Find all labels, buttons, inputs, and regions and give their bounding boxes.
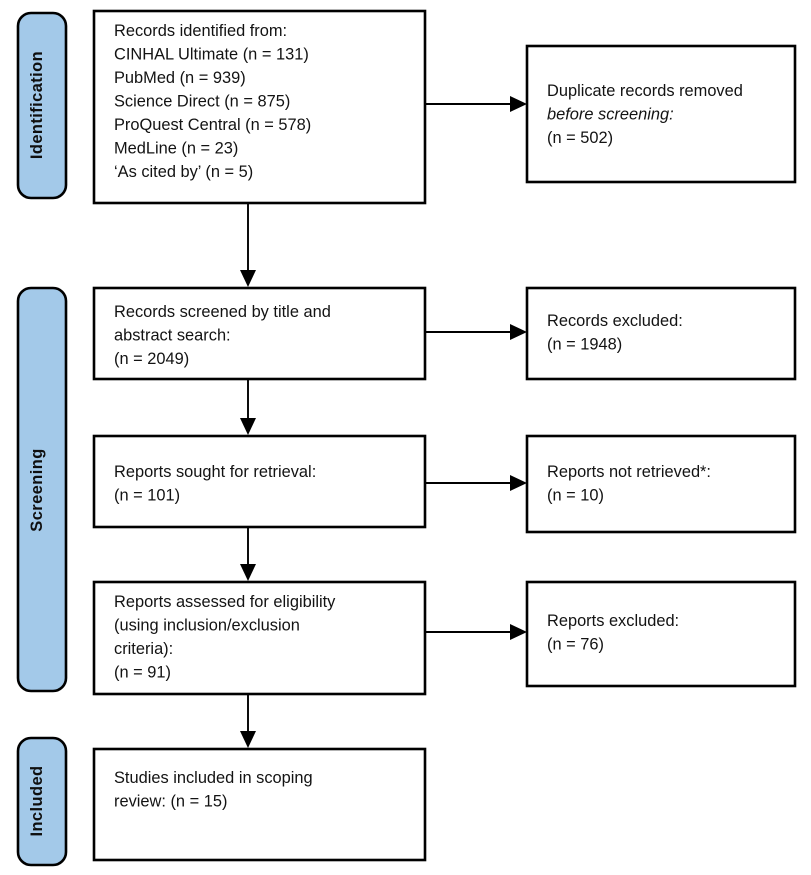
stage-label-identification: Identification [28, 51, 46, 159]
stage-label-included: Included [28, 765, 46, 836]
stage-band-screening: Screening [16, 286, 68, 693]
box-reports-excluded-text: Reports excluded:(n = 76) [547, 612, 679, 654]
box-reports-not-retrieved-shape [525, 434, 797, 534]
box-reports-excluded-shape [525, 580, 797, 688]
box-reports-sought-text: Reports sought for retrieval:(n = 101) [114, 463, 316, 505]
stage-band-screening-shape [16, 286, 68, 693]
box-reports-assessed-shape [92, 580, 427, 696]
box-records-identified-text: Records identified from:CINHAL Ultimate … [114, 22, 311, 181]
connector-screened-to-sought [240, 379, 256, 435]
box-records-identified: Records identified from:CINHAL Ultimate … [92, 9, 427, 205]
stage-label-screening: Screening [28, 448, 46, 531]
stage-band-included-shape [16, 736, 68, 867]
box-reports-excluded: Reports excluded:(n = 76) [525, 580, 797, 688]
box-reports-not-retrieved: Reports not retrieved*:(n = 10) [525, 434, 797, 534]
connector-sought-to-not-retrieved [425, 475, 527, 491]
box-records-identified-shape [92, 9, 427, 205]
connector-sought-to-assessed [240, 527, 256, 581]
connector-assessed-to-included [240, 694, 256, 748]
connector-identified-to-screened [240, 203, 256, 287]
box-records-excluded-shape [525, 286, 797, 381]
connector-assessed-to-excluded [425, 624, 527, 640]
box-records-excluded: Records excluded:(n = 1948) [525, 286, 797, 381]
connector-identified-to-duplicates [425, 96, 527, 112]
connector-screened-to-excluded [425, 324, 527, 340]
box-reports-assessed-text: Reports assessed for eligibility(using i… [114, 593, 336, 682]
stage-band-identification-shape [16, 11, 68, 200]
stage-band-included: Included [16, 736, 68, 867]
box-records-screened-shape [92, 286, 427, 381]
stage-band-identification: Identification [16, 11, 68, 200]
box-reports-sought: Reports sought for retrieval:(n = 101) [92, 434, 427, 529]
box-records-excluded-text: Records excluded:(n = 1948) [547, 312, 683, 354]
box-studies-included-shape [92, 747, 427, 862]
box-reports-not-retrieved-text: Reports not retrieved*:(n = 10) [547, 463, 711, 505]
box-duplicates-removed-shape [525, 44, 797, 184]
box-reports-assessed: Reports assessed for eligibility(using i… [92, 580, 427, 696]
box-reports-sought-shape [92, 434, 427, 529]
